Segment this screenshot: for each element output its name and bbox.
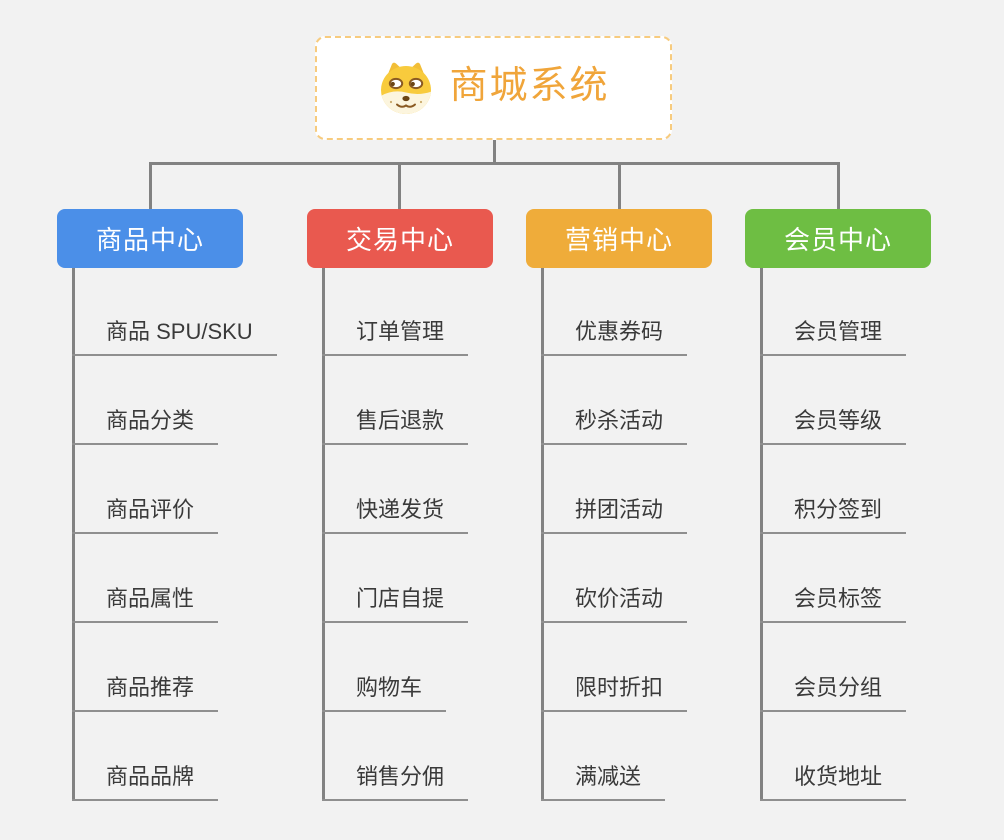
branch-label: 商品中心 — [95, 225, 204, 255]
node-item[interactable]: 秒杀活动 — [541, 407, 688, 445]
connector-drop-trade — [398, 162, 401, 210]
node-item[interactable]: 优惠券码 — [541, 318, 688, 356]
node-item[interactable]: 会员分组 — [760, 674, 907, 712]
branch-header-marketing-center[interactable]: 营销中心 — [526, 209, 712, 268]
node-item[interactable]: 砍价活动 — [541, 585, 688, 623]
node-item[interactable]: 会员等级 — [760, 407, 907, 445]
dog-face-icon — [381, 62, 432, 114]
node-item[interactable]: 订单管理 — [322, 318, 469, 356]
node-item[interactable]: 商品推荐 — [72, 674, 219, 712]
root-node[interactable]: 商城系统 — [315, 36, 672, 140]
node-item[interactable]: 收货地址 — [760, 763, 907, 801]
node-item[interactable]: 销售分佣 — [322, 763, 469, 801]
branch-spine-member — [760, 268, 763, 801]
root-title: 商城系统 — [449, 65, 610, 107]
branch-label: 会员中心 — [783, 225, 892, 255]
branch-header-member-center[interactable]: 会员中心 — [745, 209, 931, 268]
connector-drop-member — [837, 162, 840, 210]
node-item[interactable]: 会员标签 — [760, 585, 907, 623]
node-item[interactable]: 商品评价 — [72, 496, 219, 534]
node-item[interactable]: 商品分类 — [72, 407, 219, 445]
node-item[interactable]: 门店自提 — [322, 585, 469, 623]
connector-horizontal — [149, 162, 840, 165]
branch-spine-marketing — [541, 268, 544, 801]
branch-spine-trade — [322, 268, 325, 801]
node-item[interactable]: 满减送 — [541, 763, 666, 801]
branch-label: 营销中心 — [564, 225, 673, 255]
branch-label: 交易中心 — [345, 225, 454, 255]
node-item[interactable]: 商品属性 — [72, 585, 219, 623]
branch-header-product-center[interactable]: 商品中心 — [57, 209, 243, 268]
node-item[interactable]: 商品 SPU/SKU — [72, 318, 277, 356]
connector-root-drop — [493, 140, 496, 165]
node-item[interactable]: 积分签到 — [760, 496, 907, 534]
node-item[interactable]: 会员管理 — [760, 318, 907, 356]
node-item[interactable]: 快递发货 — [322, 496, 469, 534]
branch-spine-product — [72, 268, 75, 801]
node-item[interactable]: 售后退款 — [322, 407, 469, 445]
node-item[interactable]: 限时折扣 — [541, 674, 688, 712]
node-item[interactable]: 拼团活动 — [541, 496, 688, 534]
connector-drop-marketing — [618, 162, 621, 210]
branch-header-trade-center[interactable]: 交易中心 — [307, 209, 493, 268]
node-item[interactable]: 商品品牌 — [72, 763, 219, 801]
node-item[interactable]: 购物车 — [322, 674, 447, 712]
connector-drop-product — [149, 162, 152, 210]
